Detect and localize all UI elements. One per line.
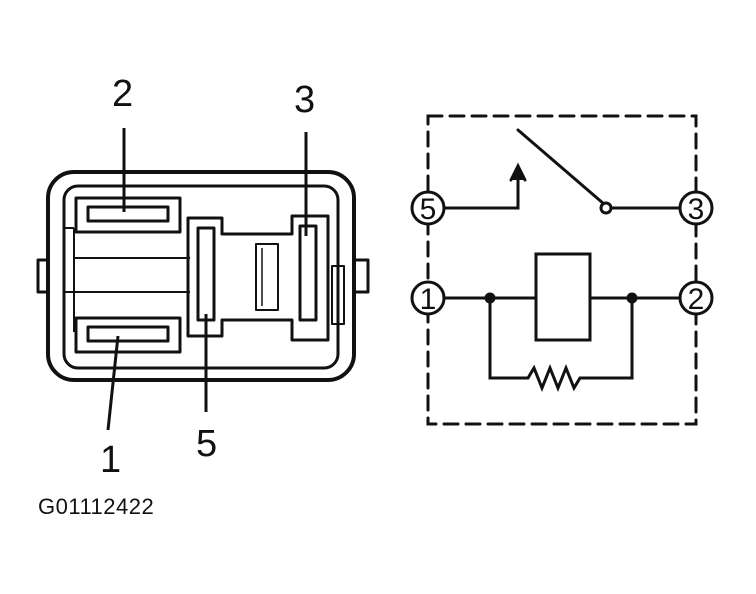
pin3-terminal (298, 224, 318, 322)
resistor (488, 296, 634, 393)
schematic-enclosure (426, 114, 698, 426)
pin1-leader (106, 335, 120, 431)
relay-schematic (426, 114, 698, 426)
pin2-terminal (86, 205, 170, 223)
terminal-3-circle (678, 190, 714, 226)
pin1-cavity (74, 316, 182, 354)
connector-housing-outer (46, 170, 356, 382)
pin2-cavity (74, 196, 182, 234)
connector-left-tab (36, 258, 48, 294)
coil (534, 252, 592, 342)
terminal-1-circle (410, 280, 446, 316)
figure-id-caption: G01112422 (38, 494, 155, 519)
pin5-terminal (196, 226, 216, 322)
schematic-terminals (410, 190, 714, 316)
terminal-2-label: 2 (688, 283, 705, 316)
pin1-terminal (86, 325, 170, 343)
terminal-3-label: 3 (688, 193, 705, 226)
terminal-2-circle (678, 280, 714, 316)
connector-housing-inner (62, 184, 340, 370)
switch-wire-left (442, 174, 520, 210)
switch-blade (516, 128, 606, 206)
center-cavity (186, 214, 330, 342)
relay-connector-face (36, 128, 370, 431)
pin1-label: 1 (100, 439, 121, 481)
pin5-label: 5 (196, 423, 217, 465)
pin2-label: 2 (112, 73, 133, 115)
pin3-label: 3 (294, 79, 315, 121)
center-slot (255, 243, 279, 311)
terminal-5-circle (410, 190, 446, 226)
terminal-1-label: 1 (420, 283, 437, 316)
terminal-5-label: 5 (420, 193, 437, 226)
switch-arrow (509, 162, 527, 182)
connector-right-tab (354, 258, 370, 294)
